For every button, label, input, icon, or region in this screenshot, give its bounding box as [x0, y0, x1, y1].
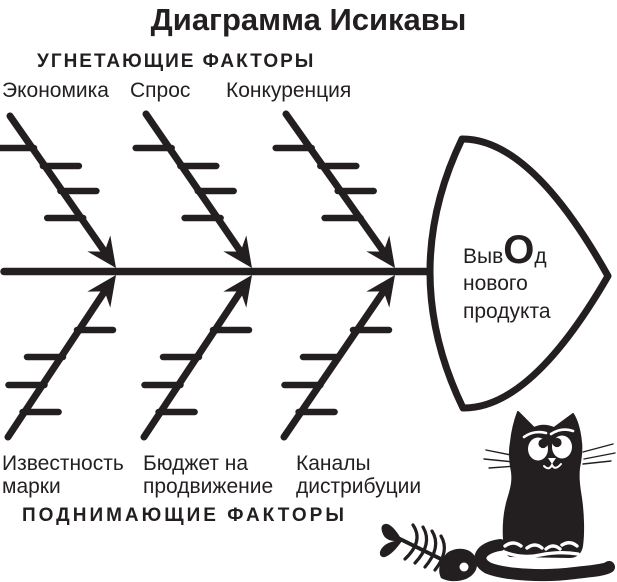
top-factors-group-label: УГНЕТАЮЩИЕ ФАКТОРЫ	[37, 51, 316, 72]
fish-skeleton-ribs	[403, 523, 446, 572]
effect-label-line1: ВывОд	[463, 230, 547, 277]
cat-paws	[502, 541, 580, 559]
cause-label-promotion-budget: Бюджет на продвижение	[143, 452, 274, 498]
effect-text-pre: Выв	[463, 245, 504, 268]
fish-skeleton-head	[439, 548, 478, 582]
effect-label-line3: продукта	[463, 300, 551, 323]
cause-arrow-top-1	[6, 112, 109, 256]
bottom-factors-group-label: ПОДНИМАЮЩИЕ ФАКТОРЫ	[22, 505, 347, 526]
cause-arrow-top-3	[282, 110, 388, 256]
cause-label-distribution-channels: Каналы дистрибуции	[296, 452, 422, 498]
cat-right-pupil	[552, 437, 562, 448]
effect-text-post: д	[534, 245, 547, 268]
cat-nose	[548, 458, 556, 464]
cause-label-brand-awareness: Известность марки	[2, 452, 124, 498]
diagram-title: Диаграмма Исикавы	[150, 2, 467, 37]
effect-label-line2: нового	[463, 272, 528, 295]
fish-skeleton-tail	[379, 523, 402, 558]
fish-skeleton-eye	[459, 562, 469, 572]
effect-big-letter: О	[503, 228, 535, 272]
cause-label-demand: Спрос	[130, 79, 191, 102]
cause-arrow-top-2	[142, 110, 245, 256]
fish-skeleton-illustration	[379, 523, 478, 582]
cause-label-competition: Конкуренция	[226, 79, 352, 102]
cat-tail	[474, 539, 615, 582]
cat-illustration	[474, 411, 616, 582]
cause-label-economy: Экономика	[2, 79, 109, 102]
sub-cause-ticks	[0, 144, 393, 416]
cat-eyebrows	[522, 428, 575, 439]
cat-left-pupil	[538, 438, 548, 449]
fish-head	[426, 135, 612, 412]
cat-mouth	[543, 462, 562, 470]
fish-spine-and-ribs	[0, 110, 441, 441]
